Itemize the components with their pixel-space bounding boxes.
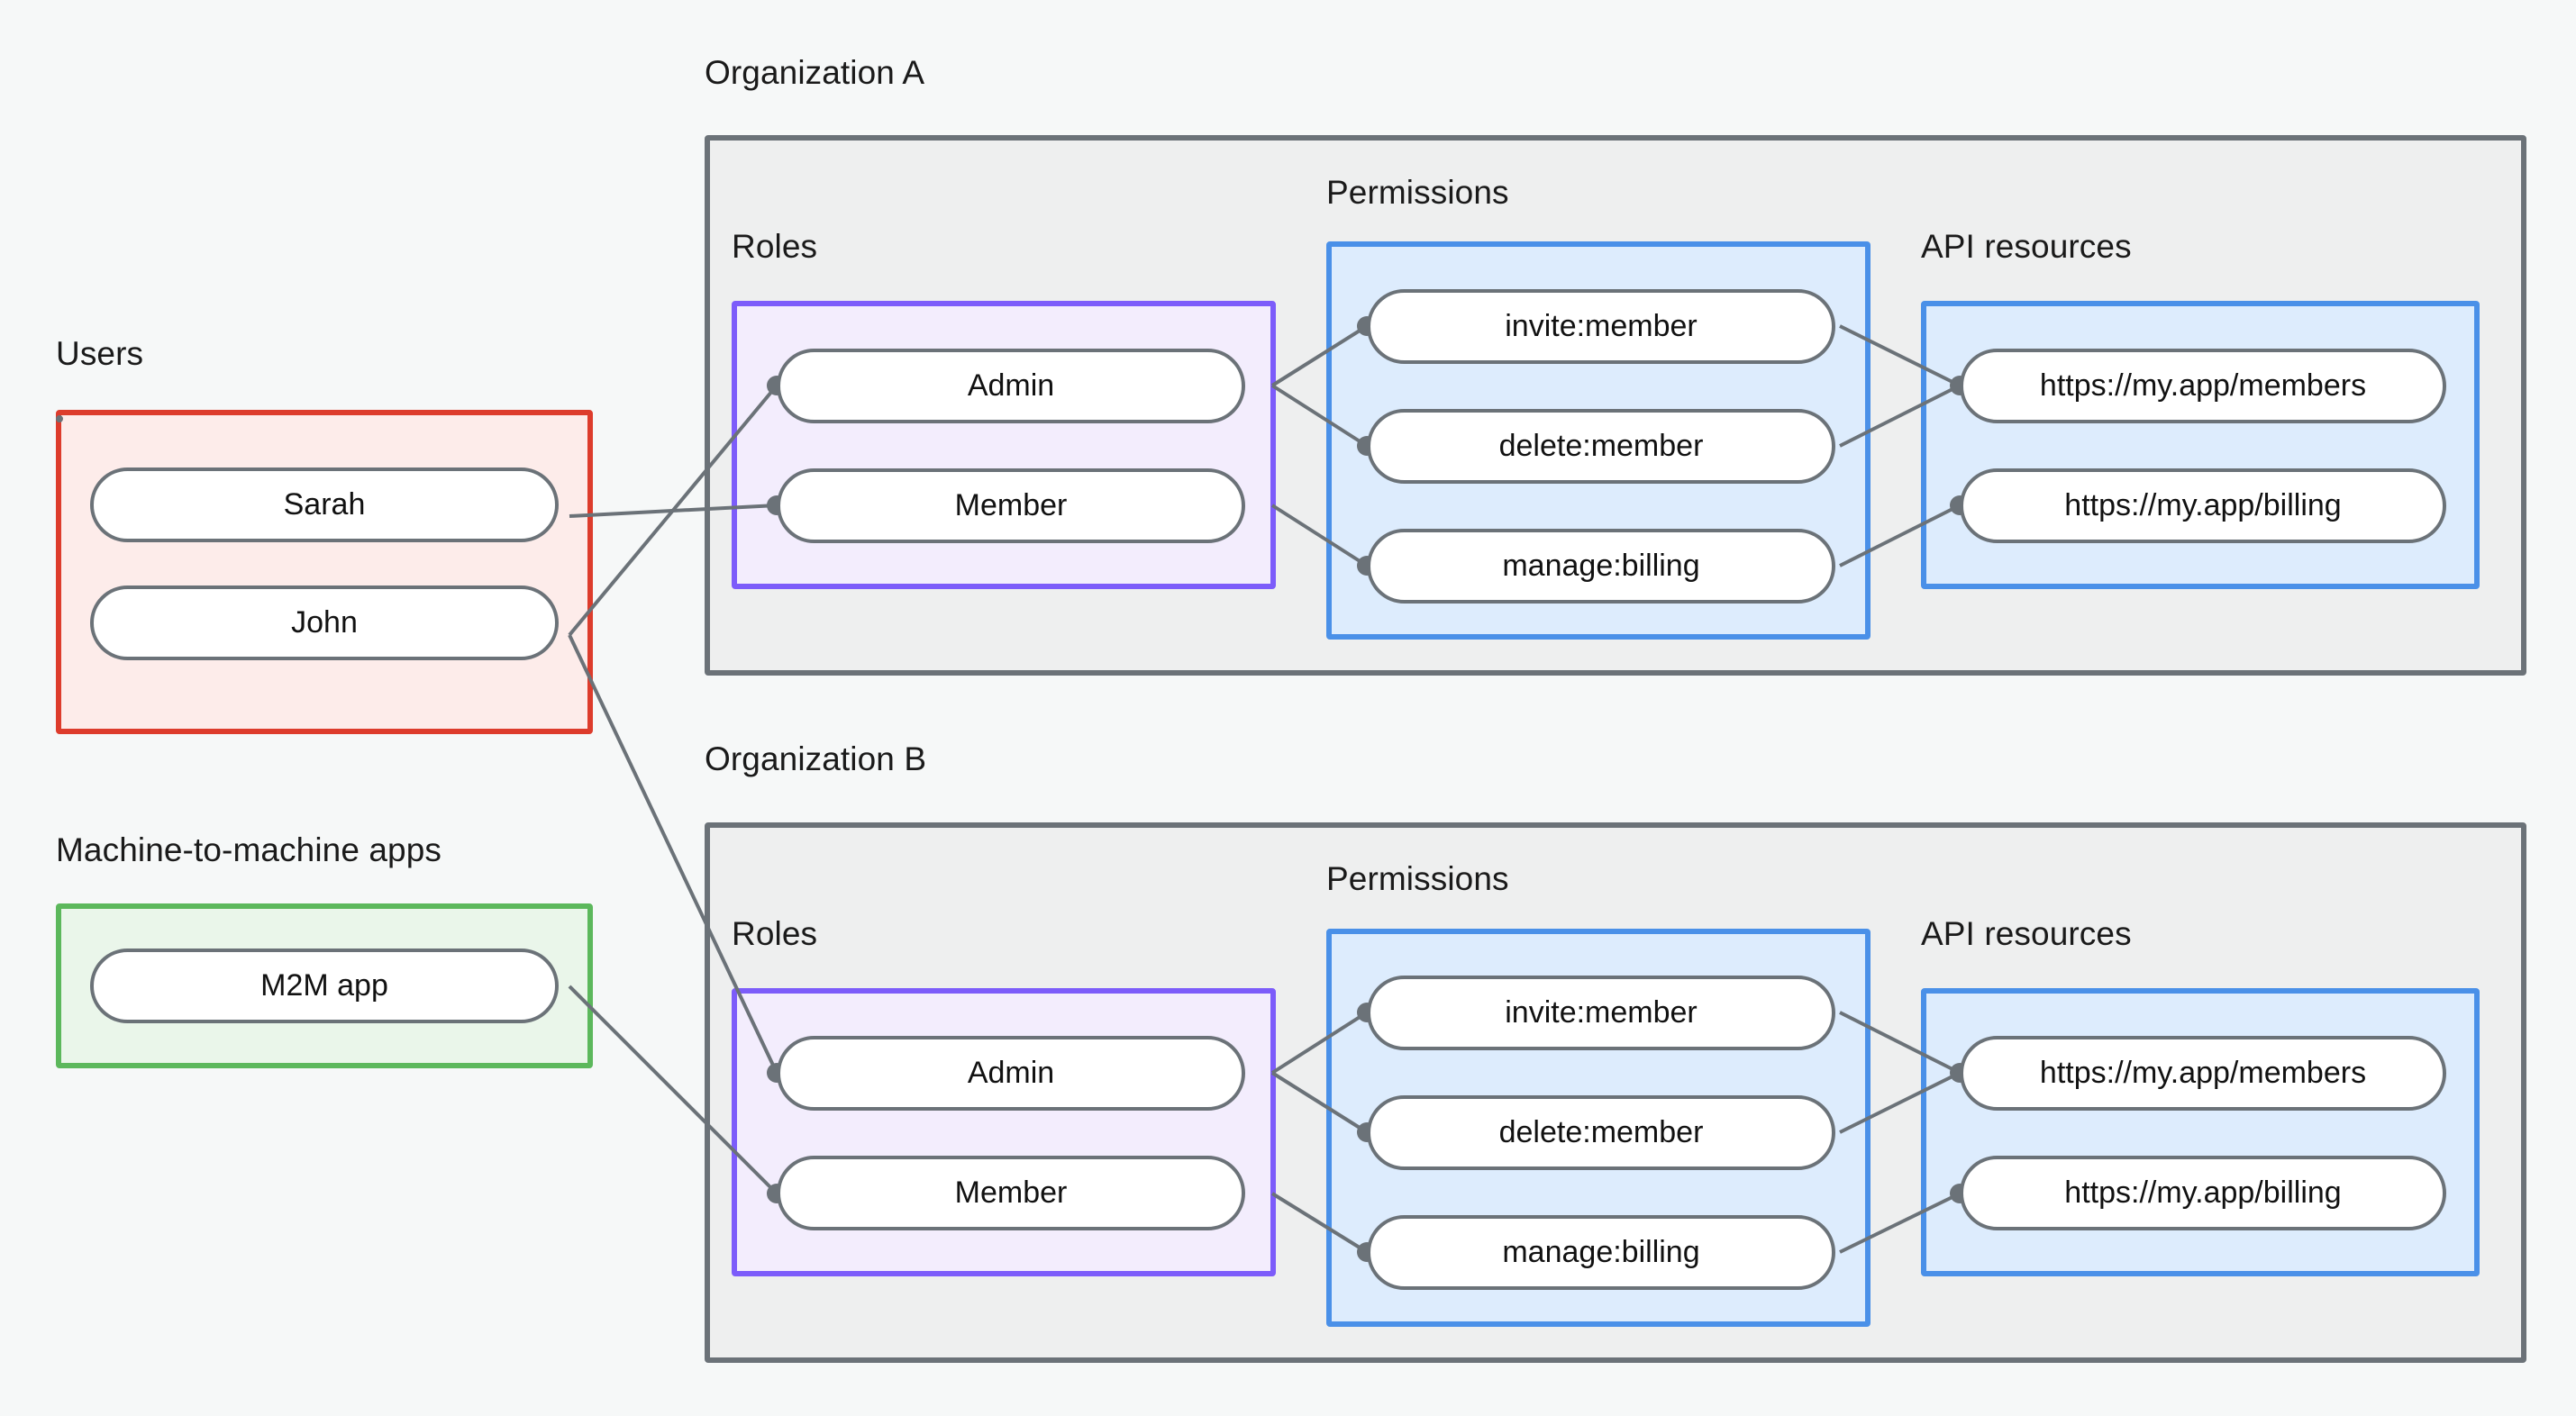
orga-permission-manage-billing[interactable]: manage:billing	[1367, 529, 1835, 604]
orga-roles-container	[732, 301, 1276, 589]
orga-role-admin[interactable]: Admin	[777, 349, 1245, 423]
orgb-permission-delete-member[interactable]: delete:member	[1367, 1095, 1835, 1170]
orgb-role-admin[interactable]: Admin	[777, 1036, 1245, 1111]
user-node-sarah[interactable]: Sarah	[90, 467, 559, 542]
orgb-roles-container	[732, 988, 1276, 1276]
orgb-api-resource-members[interactable]: https://my.app/members	[1960, 1036, 2446, 1111]
users-container	[56, 410, 593, 734]
user-node-john[interactable]: John	[90, 585, 559, 660]
orgb-api-resources-label: API resources	[1921, 915, 2132, 952]
orgb-permissions-label: Permissions	[1326, 860, 1509, 897]
orgb-roles-label: Roles	[732, 915, 818, 952]
orga-api-resources-container	[1921, 301, 2480, 589]
users-group-label: Users	[56, 335, 144, 372]
organization-a-label: Organization A	[705, 54, 925, 91]
orga-role-member[interactable]: Member	[777, 468, 1245, 543]
orga-roles-label: Roles	[732, 228, 818, 265]
orga-permission-invite-member[interactable]: invite:member	[1367, 289, 1835, 364]
orgb-role-member[interactable]: Member	[777, 1156, 1245, 1230]
orga-permission-delete-member[interactable]: delete:member	[1367, 409, 1835, 484]
orga-api-resource-members[interactable]: https://my.app/members	[1960, 349, 2446, 423]
orga-permissions-label: Permissions	[1326, 174, 1509, 211]
orgb-api-resource-billing[interactable]: https://my.app/billing	[1960, 1156, 2446, 1230]
orgb-api-resources-container	[1921, 988, 2480, 1276]
orga-api-resources-label: API resources	[1921, 228, 2132, 265]
organization-b-label: Organization B	[705, 740, 927, 777]
orgb-permission-manage-billing[interactable]: manage:billing	[1367, 1215, 1835, 1290]
orgb-permission-invite-member[interactable]: invite:member	[1367, 976, 1835, 1050]
m2m-group-label: Machine-to-machine apps	[56, 831, 442, 868]
m2m-node-app[interactable]: M2M app	[90, 949, 559, 1023]
orga-api-resource-billing[interactable]: https://my.app/billing	[1960, 468, 2446, 543]
